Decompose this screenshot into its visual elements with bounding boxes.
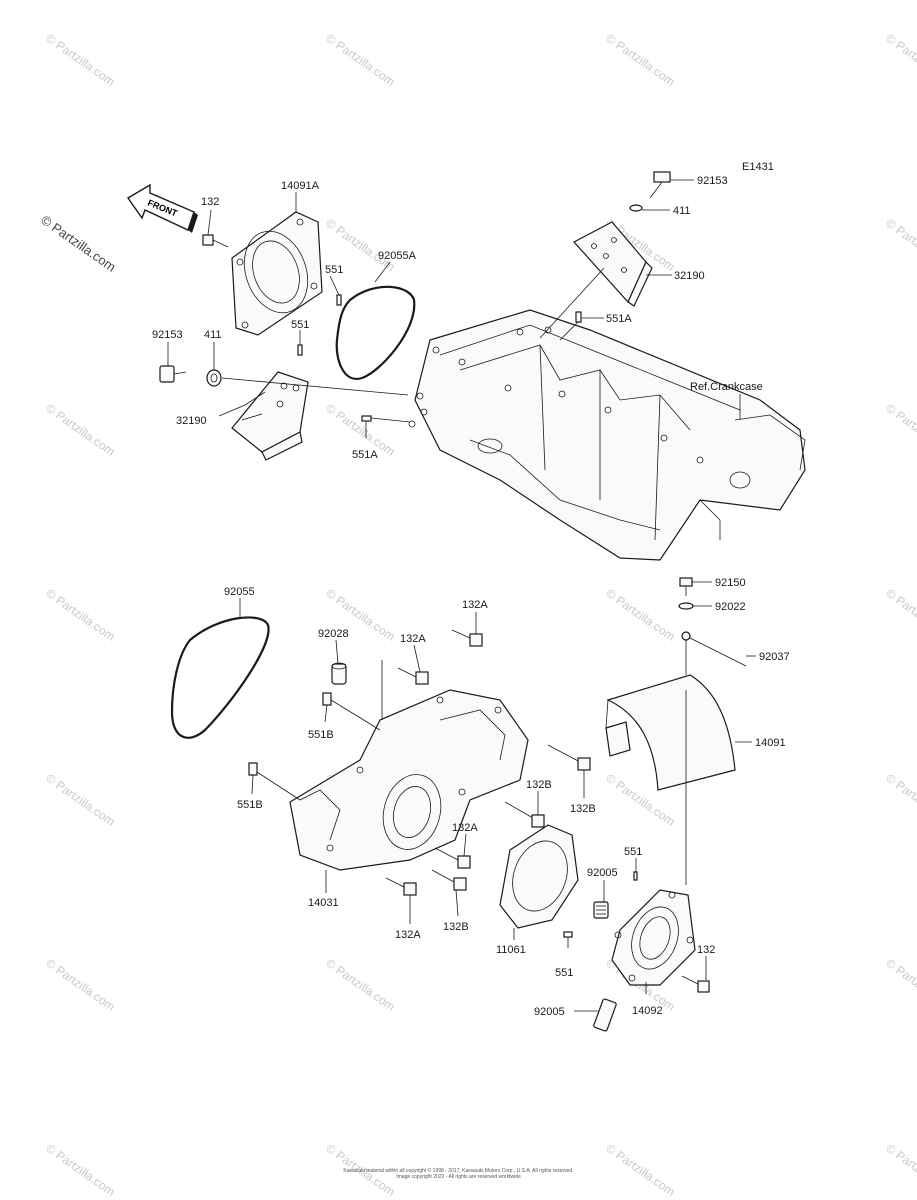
part-label: 92022: [715, 601, 746, 613]
copyright-line-2: Image copyright 2022 - All rights are re…: [396, 1174, 521, 1180]
washer-411-right-icon: [629, 204, 643, 212]
bolt-132b-icon: [547, 744, 591, 771]
part-label: 551: [291, 319, 309, 331]
part-label: 551: [624, 846, 642, 858]
bracket-32190-left-drawing: [231, 371, 309, 461]
part-label: 132: [697, 944, 715, 956]
part-label: 11061: [496, 944, 526, 956]
part-label: 92028: [318, 628, 349, 640]
washer-411-left-icon: [206, 369, 222, 387]
gasket-11061-drawing: [499, 824, 579, 929]
part-label: 132A: [400, 633, 426, 645]
cover-14091-drawing: [605, 674, 736, 791]
cover-14091a-drawing: [231, 211, 323, 336]
part-label: 14091: [755, 737, 786, 749]
bolt-132a-icon: [385, 877, 417, 896]
watermark: © Partzilla.com: [43, 31, 117, 89]
leader-lines-bottom: [239, 581, 756, 1012]
copyright-line-1: Kawasaki material within all copyright ©…: [343, 1168, 574, 1174]
pin-551-icon: [633, 871, 638, 881]
part-label: 132A: [395, 929, 421, 941]
part-label: 92055A: [378, 250, 417, 262]
part-label: 92153: [152, 329, 183, 341]
bolt-132a-icon: [451, 629, 483, 647]
part-label: 551A: [606, 313, 632, 325]
bolt-92153-right-icon: [649, 171, 671, 199]
gasket-92055a-drawing: [335, 285, 416, 381]
bolt-132-right-icon: [681, 975, 710, 993]
part-label: 32190: [674, 270, 705, 282]
part-label: 92037: [759, 651, 790, 663]
part-label: 551B: [237, 799, 263, 811]
watermark: © Partzilla.com: [603, 586, 677, 644]
watermark: © Partzilla.com: [323, 31, 397, 89]
part-label: 92150: [715, 577, 746, 589]
leader-lines-top: [167, 179, 741, 438]
part-label: 92005: [534, 1006, 565, 1018]
front-arrow-icon: FRONT: [126, 183, 198, 233]
watermark: © Partzilla.com: [43, 401, 117, 459]
watermark-dark: © Partzilla.com: [38, 212, 118, 275]
watermark: © Partzilla.com: [43, 586, 117, 644]
pin-551b-icon: [322, 692, 332, 706]
part-label: 411: [673, 205, 691, 217]
part-label: 92055: [224, 586, 255, 598]
housing-14031-drawing: [289, 689, 529, 871]
pin-551-icon: [297, 344, 303, 356]
watermark: © Partzilla.com: [883, 586, 917, 644]
watermark: © Partzilla.com: [883, 31, 917, 89]
bolt-132a-icon: [434, 847, 471, 869]
copyright-footer: Kawasaki material within all copyright ©…: [0, 1168, 917, 1180]
bolt-92150-icon: [679, 577, 693, 596]
gasket-92055-drawing: [170, 616, 270, 739]
watermark: © Partzilla.com: [883, 956, 917, 1014]
part-labels: 132 14091A 551 92055A 551 92153 411 3219…: [152, 175, 790, 1018]
watermark: © Partzilla.com: [603, 31, 677, 89]
part-label: 92005: [587, 867, 618, 879]
watermark: © Partzilla.com: [323, 956, 397, 1014]
part-label: 132B: [526, 779, 552, 791]
part-label: 551B: [308, 729, 334, 741]
part-label: 32190: [176, 415, 207, 427]
watermark: © Partzilla.com: [883, 401, 917, 459]
watermark: © Partzilla.com: [883, 771, 917, 829]
part-label: 132A: [452, 822, 478, 834]
part-label: 132: [201, 196, 219, 208]
bracket-32190-right-drawing: [573, 221, 653, 307]
bolt-132b-icon: [431, 869, 467, 891]
diagram-id: E1431: [742, 161, 774, 173]
pin-551-icon: [563, 931, 573, 938]
part-label: 551: [555, 967, 573, 979]
pin-551a-lower-icon: [361, 415, 372, 422]
bolt-132-icon: [202, 234, 229, 248]
watermark: © Partzilla.com: [43, 956, 117, 1014]
watermark: © Partzilla.com: [883, 216, 917, 274]
part-label: 14031: [308, 897, 339, 909]
crankcase-reference-drawing: [408, 309, 806, 561]
fitting-92005-top-icon: [593, 901, 609, 919]
part-label: 92153: [697, 175, 728, 187]
clamp-92037-drawing: [681, 631, 747, 667]
part-label: 411: [204, 329, 222, 341]
bolt-92153-left-icon: [159, 365, 187, 383]
part-label: 132A: [462, 599, 488, 611]
part-label: 14092: [632, 1005, 663, 1017]
pin-551-icon: [336, 294, 342, 306]
part-label: 132B: [443, 921, 469, 933]
cover-14092-drawing: [611, 889, 696, 986]
part-label: 14091A: [281, 180, 320, 192]
fitting-92005-bottom-icon: [593, 998, 617, 1032]
part-label: 132B: [570, 803, 596, 815]
part-label: 551A: [352, 449, 378, 461]
plug-92028-icon: [331, 662, 347, 685]
pin-551a-upper-icon: [575, 311, 582, 323]
washer-92022-icon: [678, 602, 694, 610]
part-label: 551: [325, 264, 343, 276]
pin-551b-icon: [248, 762, 258, 776]
bolt-132a-icon: [397, 667, 429, 685]
ref-crankcase-label: Ref.Crankcase: [690, 381, 763, 393]
watermark: © Partzilla.com: [43, 771, 117, 829]
